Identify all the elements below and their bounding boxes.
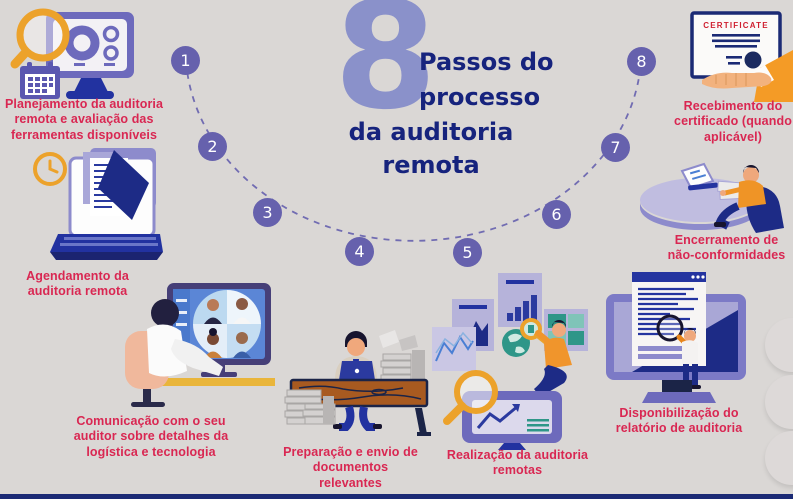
step-3-marker: 3 [253,198,282,227]
step-4-marker: 4 [345,237,374,266]
step-5-label: Realização da auditoria remotas [446,448,589,478]
desk-paperwork-icon [283,328,435,440]
magnifier-monitor-calendar-icon [8,6,138,100]
clock-laptop-documents-icon [28,148,163,266]
video-call-meeting-icon [125,283,277,411]
step-6-marker: 6 [542,200,571,229]
bottom-accent-bar [0,494,793,499]
round-table-laptop-icon [638,158,793,236]
big-number: 8 [334,0,437,142]
title-line-2: processo [419,83,541,111]
title-line-4: remota [382,151,480,179]
step-8-label: Recebimento do certificado (quando aplic… [674,99,792,144]
step-2-marker: 2 [198,132,227,161]
step-1-marker: 1 [171,46,200,75]
step-5-marker: 5 [453,238,482,267]
step-7-marker: 7 [601,133,630,162]
certificate-title-text: CERTIFICATE [703,21,769,30]
step-1-label: Planejamento da auditoria remota e avali… [4,97,164,142]
step-6-label: Disponibilização do relatório de auditor… [615,406,743,436]
certificate-hand-icon: CERTIFICATE [686,10,793,102]
report-monitor-icon [598,272,760,405]
step-2-label: Agendamento da auditoria remota [26,269,129,299]
title-line-1: Passos do [419,48,554,76]
title-line-3: da auditoria [348,118,514,146]
charts-analysis-icon [432,273,590,450]
step-8-marker: 8 [627,47,656,76]
step-7-label: Encerramento de não-conformidades [667,233,786,263]
step-4-label: Preparação e envio de documentos relevan… [283,445,418,490]
step-3-label: Comunicação com o seu auditor sobre deta… [73,414,229,459]
